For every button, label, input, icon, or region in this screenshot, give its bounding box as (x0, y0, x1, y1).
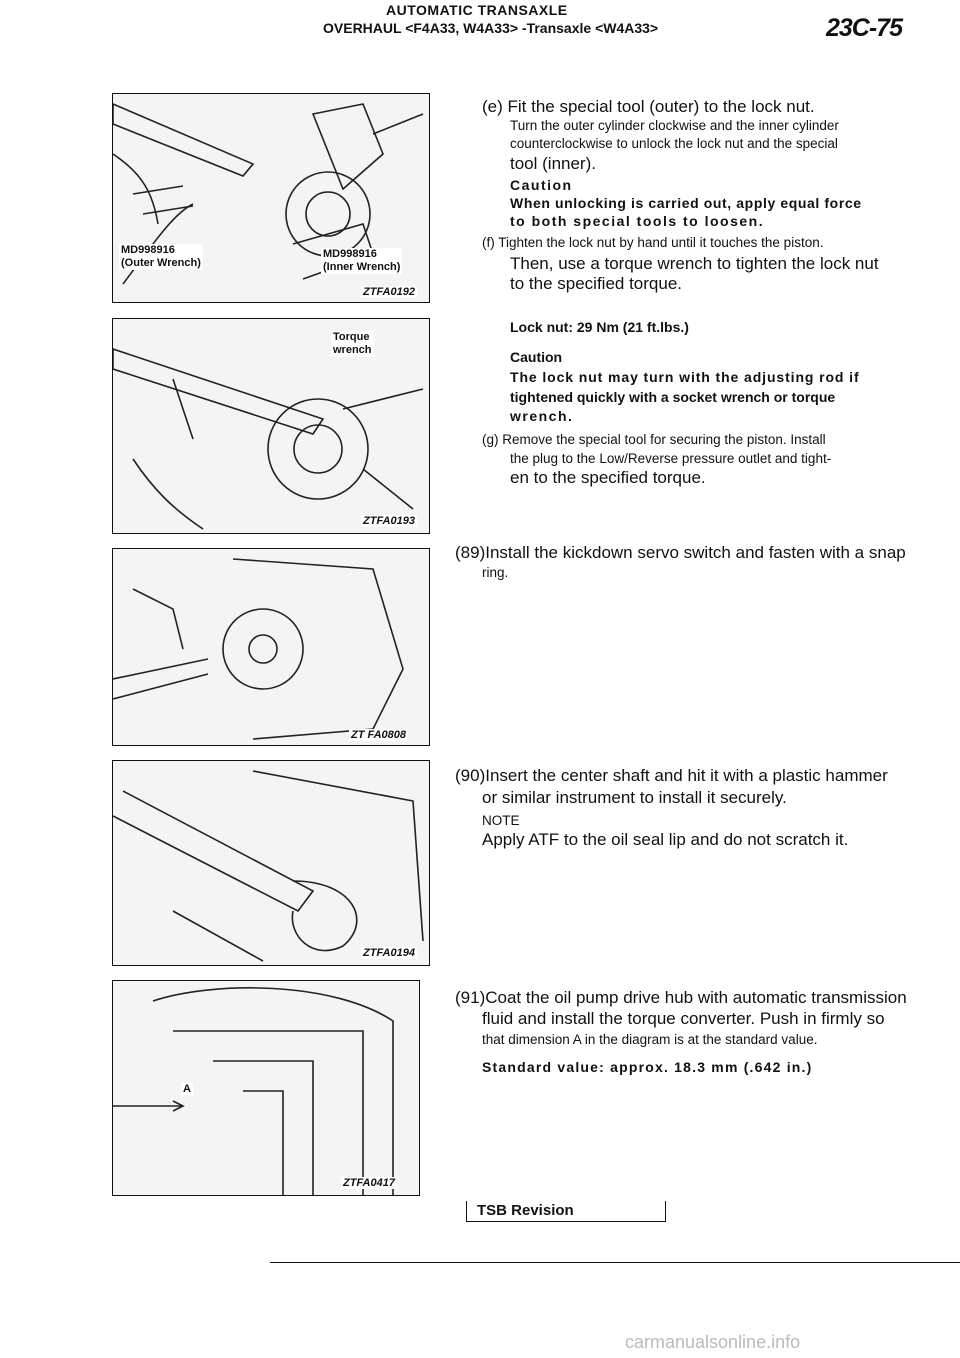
figure-center-shaft: ZTFA0194 (112, 760, 430, 966)
figure-code: ZTFA0417 (341, 1177, 397, 1189)
step-e-caution-label: Caution (510, 177, 573, 193)
step-f-spec: Lock nut: 29 Nm (21 ft.lbs.) (510, 319, 689, 335)
figure-code: ZTFA0192 (361, 286, 417, 298)
footer-rule (270, 1262, 960, 1263)
figure-label-dimension-a: A (181, 1083, 193, 1096)
step-f-caution-line1: The lock nut may turn with the adjusting… (510, 369, 860, 385)
figure-illustration (113, 103, 424, 285)
figure-code: ZT FA0808 (349, 729, 409, 741)
figure-label-outer-tool: MD998916(Outer Wrench) (119, 244, 203, 270)
figure-illustration (113, 987, 394, 1195)
figure-code: ZTFA0194 (361, 947, 417, 959)
watermark-text[interactable]: carmanualsonline.info (625, 1332, 801, 1352)
step-e-line4: tool (inner). (510, 154, 596, 173)
step-91-line1: (91)Coat the oil pump drive hub with aut… (455, 988, 907, 1007)
step-e-line1: (e) Fit the special tool (outer) to the … (482, 97, 815, 116)
figure-illustration (113, 348, 424, 530)
step-90-note: Apply ATF to the oil seal lip and do not… (482, 830, 849, 849)
step-g-line1: (g) Remove the special tool for securing… (482, 432, 826, 447)
step-f-caution-line2: tightened quickly with a socket wrench o… (510, 389, 836, 405)
step-90-line2: or similar instrument to install it secu… (482, 788, 787, 807)
step-f-caution-line3: wrench. (510, 408, 574, 424)
step-e-line2: Turn the outer cylinder clockwise and th… (510, 118, 839, 133)
figure-illustration (113, 558, 404, 740)
step-g-line2: the plug to the Low/Reverse pressure out… (510, 451, 832, 466)
figure-lock-nut-tools: MD998916(Outer Wrench) MD998916(Inner Wr… (112, 93, 430, 303)
step-91-spec: Standard value: approx. 18.3 mm (.642 in… (482, 1059, 813, 1075)
figure-kickdown-servo: ZT FA0808 (112, 548, 430, 746)
step-e-caution-line2: to both special tools to loosen. (510, 213, 765, 229)
step-89-line1: (89)Install the kickdown servo switch an… (455, 543, 906, 562)
step-90-note-label: NOTE (482, 813, 520, 828)
figure-code: ZTFA0193 (361, 515, 417, 527)
header-subtitle: OVERHAUL <F4A33, W4A33> -Transaxle <W4A3… (323, 20, 659, 36)
tsb-revision-box: TSB Revision (466, 1201, 666, 1222)
figure-illustration (113, 770, 424, 962)
step-89-line2: ring. (482, 565, 509, 580)
step-f-caution-label: Caution (510, 349, 563, 365)
step-e-line3: counterclockwise to unlock the lock nut … (510, 136, 838, 151)
figure-label-inner-tool: MD998916(Inner Wrench) (321, 248, 403, 274)
step-f-line2: Then, use a torque wrench to tighten the… (510, 254, 879, 273)
step-g-line3: en to the specified torque. (510, 468, 706, 487)
step-90-line1: (90)Insert the center shaft and hit it w… (455, 766, 888, 785)
figure-torque-converter: A ZTFA0417 (112, 980, 420, 1196)
page-code: 23C-75 (826, 14, 903, 42)
step-91-line3: that dimension A in the diagram is at th… (482, 1032, 818, 1047)
tsb-revision-label: TSB Revision (477, 1202, 574, 1219)
header-title: AUTOMATIC TRANSAXLE (386, 2, 568, 18)
step-f-line1: (f) Tighten the lock nut by hand until i… (482, 235, 824, 250)
step-91-line2: fluid and install the torque converter. … (482, 1009, 885, 1028)
step-f-line3: to the specified torque. (510, 274, 683, 293)
step-e-caution-line1: When unlocking is carried out, apply equ… (510, 195, 862, 211)
